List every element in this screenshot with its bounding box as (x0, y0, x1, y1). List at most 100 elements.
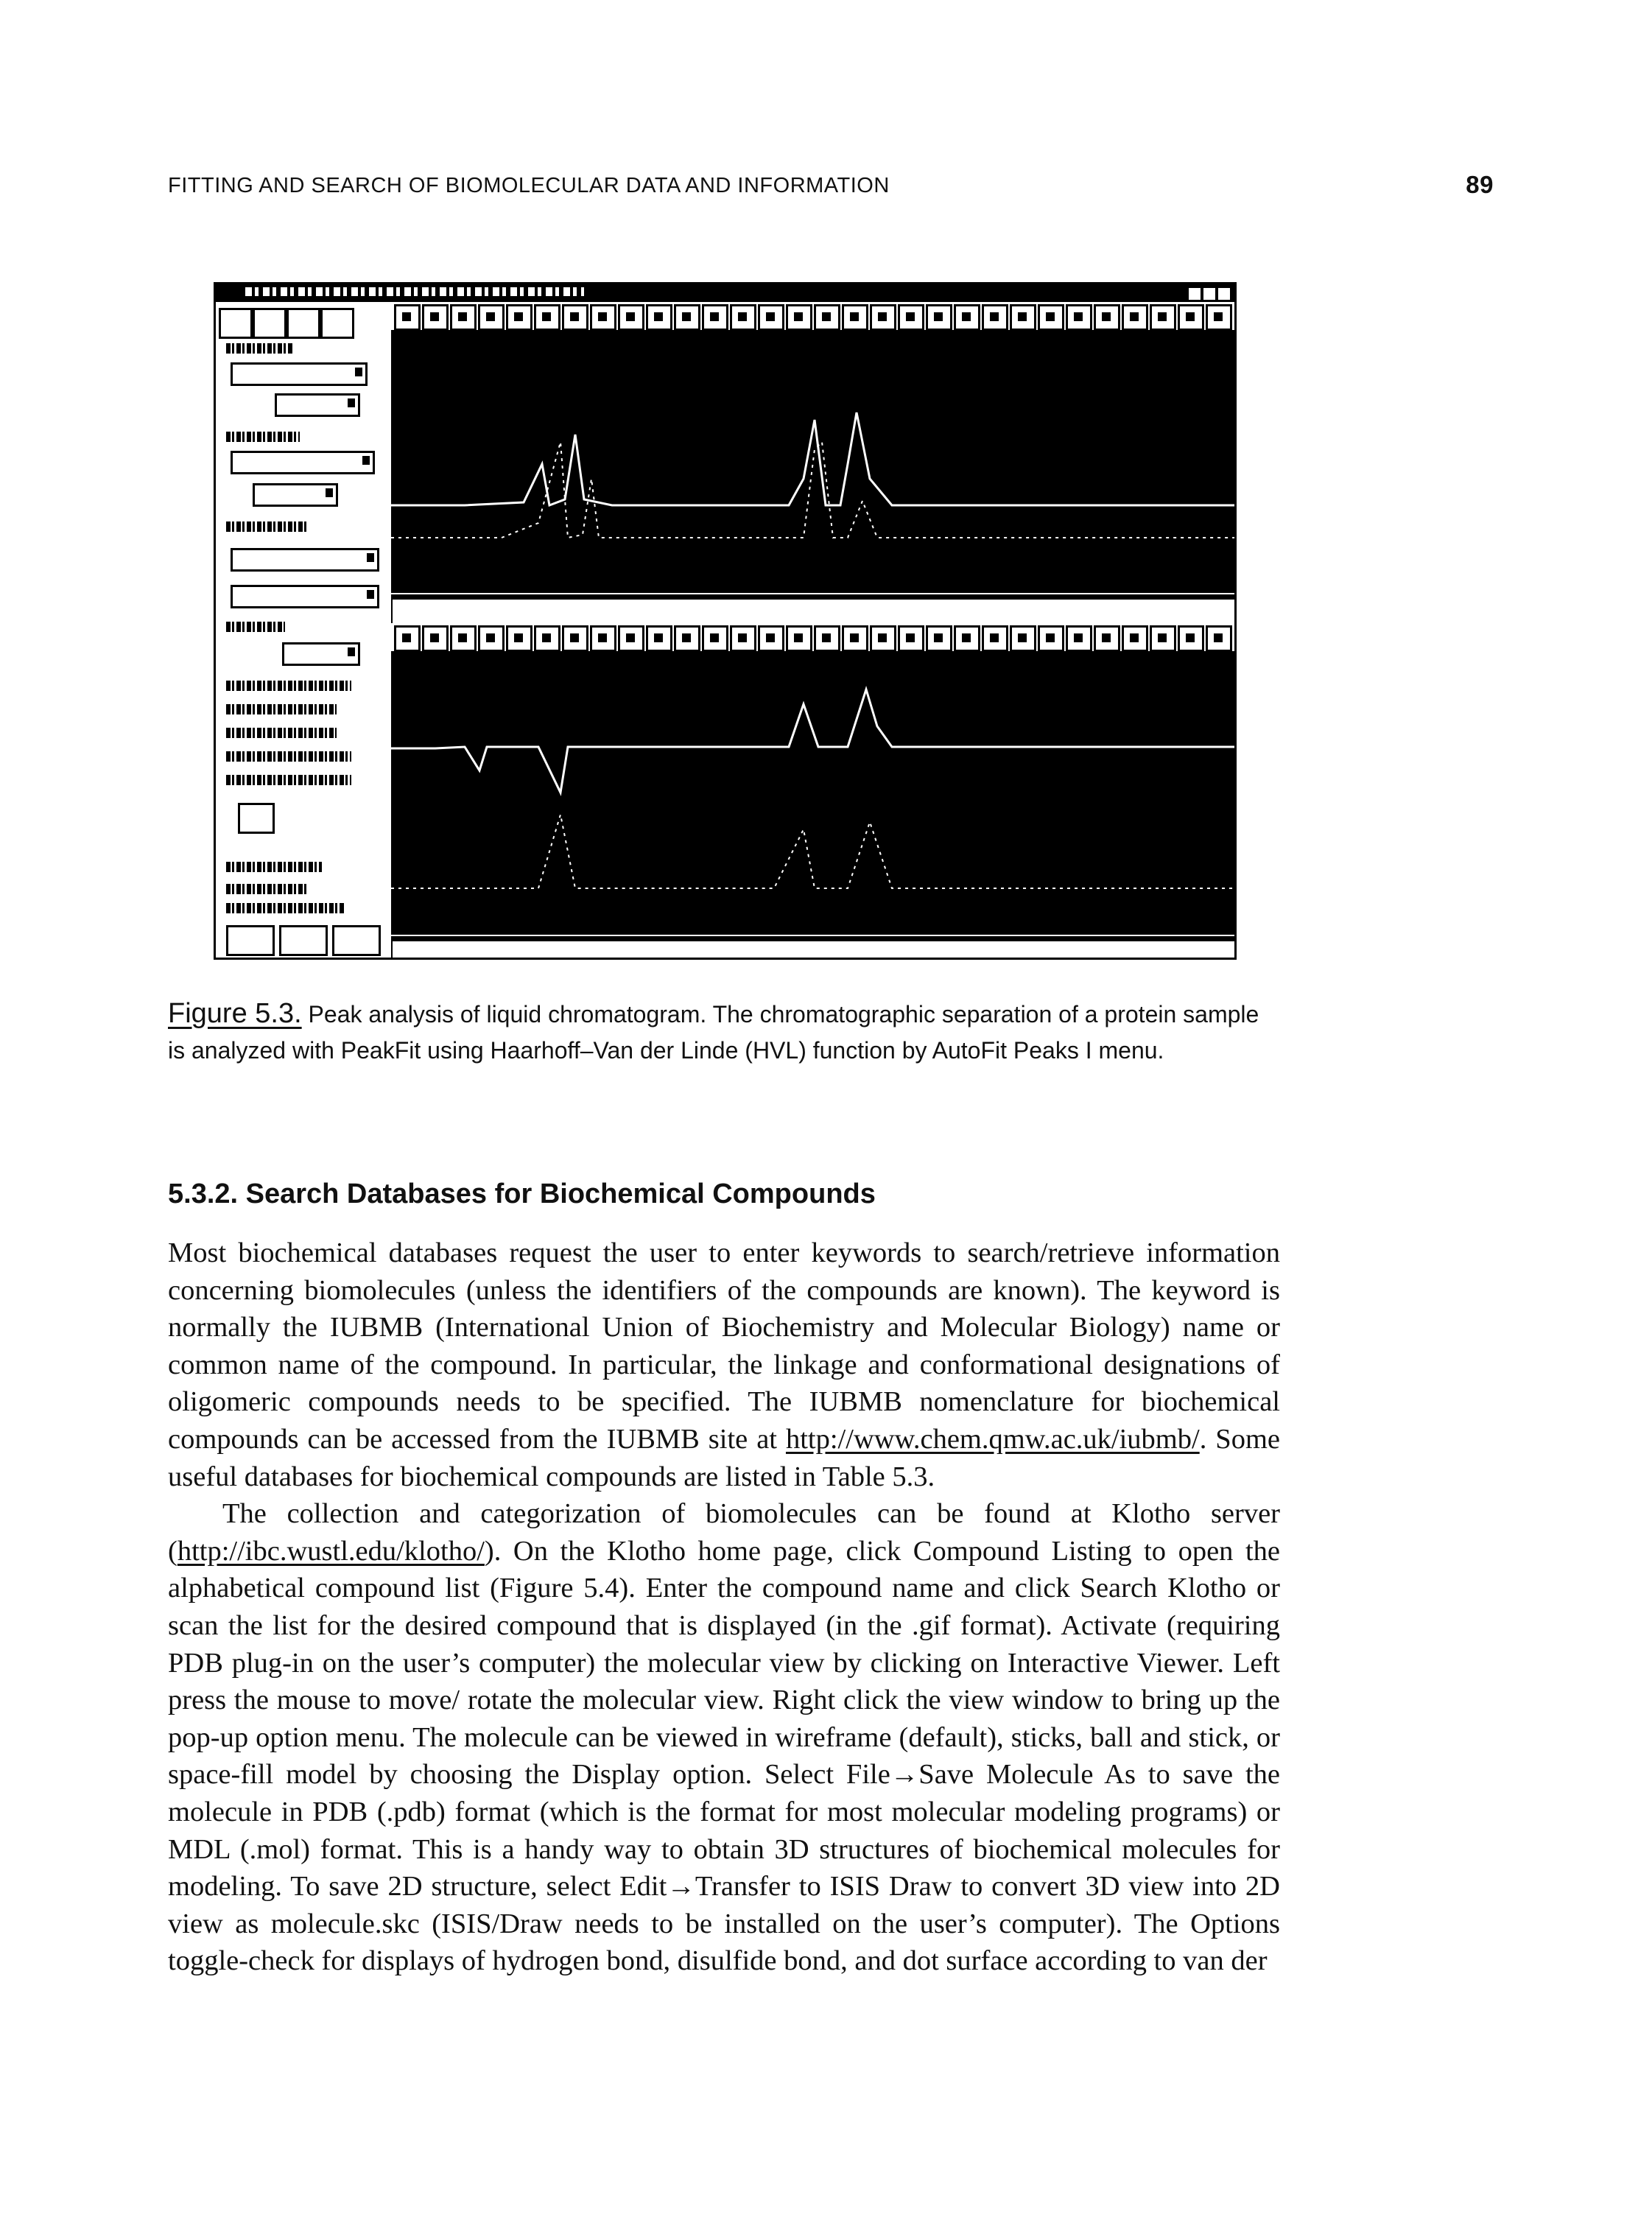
toolbar-tool-icon (1066, 625, 1092, 652)
toolbar-tool-icon (590, 625, 616, 652)
toolbar-tool-icon (1178, 625, 1204, 652)
toolbar-tool-icon (506, 304, 532, 331)
toolbar-tool-icon (646, 304, 672, 331)
toolbar-tool-icon (674, 304, 700, 331)
iubmb-link[interactable]: http://www.chem.qmw.ac.uk/iubmb/ (785, 1423, 1200, 1455)
toolbar-tool-icon (450, 625, 477, 652)
raw-trace-secondary (391, 440, 1234, 539)
panel-label-glyphs (226, 343, 292, 354)
tool-icon (253, 308, 287, 339)
fit-chromatogram-svg (391, 685, 1234, 936)
top-toolbar (391, 302, 1234, 331)
toolbar-tool-icon (1094, 625, 1120, 652)
minimize-icon (1187, 287, 1202, 301)
toolbar-tool-icon (1094, 304, 1120, 331)
panel-stats-glyphs (226, 862, 322, 872)
toolbar-tool-icon (394, 625, 421, 652)
tool-icon (287, 308, 320, 339)
raw-trace (391, 412, 1234, 507)
paragraph-2-text-end: ). On the Klotho home page, click Compou… (168, 1535, 1280, 1977)
panel-label-glyphs (226, 622, 285, 632)
panel-spinner (253, 483, 338, 507)
toolbar-tool-icon (1038, 625, 1064, 652)
toolbar-tool-icon (730, 304, 756, 331)
toolbar-tool-icon (758, 625, 784, 652)
toolbar-tool-icon (842, 304, 868, 331)
toolbar-tool-icon (786, 625, 812, 652)
paragraph-2-text: The collection and categorization of bio… (168, 1498, 1280, 1567)
toolbar-tool-icon (450, 304, 477, 331)
toolbar-tool-icon (506, 625, 532, 652)
panel-dropdown (231, 451, 375, 474)
toolbar-tool-icon (814, 625, 840, 652)
panel-dropdown (231, 362, 368, 386)
fit-residual-plot (391, 653, 1234, 941)
running-head-title: FITTING AND SEARCH OF BIOMOLECULAR DATA … (168, 174, 890, 197)
peakfit-control-panel (216, 302, 393, 958)
toolbar-tool-icon (870, 625, 896, 652)
panel-bottom-button (332, 925, 381, 956)
residual-trace (391, 814, 1234, 889)
toolbar-tool-icon (898, 304, 924, 331)
toolbar-tool-icon (982, 625, 1008, 652)
toolbar-tool-icon (730, 625, 756, 652)
toolbar-tool-icon (618, 304, 644, 331)
maximize-icon (1202, 287, 1217, 301)
panel-bottom-button (226, 925, 275, 956)
klotho-link[interactable]: http://ibc.wustl.edu/klotho/ (177, 1535, 485, 1567)
toolbar-tool-icon (870, 304, 896, 331)
window-title-glyphs (245, 287, 584, 296)
tool-icon (320, 308, 354, 339)
raw-data-plot (391, 331, 1234, 600)
toolbar-tool-icon (1010, 625, 1036, 652)
tool-icon (219, 308, 253, 339)
paragraph-2: The collection and categorization of bio… (168, 1495, 1280, 1980)
page-number: 89 (1466, 171, 1494, 198)
section-heading: 5.3.2. Search Databases for Biochemical … (168, 1179, 876, 1209)
toolbar-tool-icon (422, 304, 449, 331)
body-text: Most biochemical databases request the u… (168, 1234, 1280, 1980)
raw-chromatogram-svg (391, 412, 1234, 594)
toolbar-tool-icon (926, 625, 952, 652)
toolbar-tool-icon (422, 625, 449, 652)
toolbar-tool-icon (1122, 625, 1148, 652)
figure-caption: Figure 5.3. Peak analysis of liquid chro… (168, 996, 1280, 1069)
panel-label-glyphs (226, 432, 300, 442)
middle-toolbar (391, 623, 1234, 653)
panel-dropdown (231, 585, 379, 608)
toolbar-tool-icon (1206, 304, 1232, 331)
toolbar-tool-icon (590, 304, 616, 331)
toolbar-tool-icon (394, 304, 421, 331)
toolbar-tool-icon (926, 304, 952, 331)
toolbar-tool-icon (674, 625, 700, 652)
paragraph-1-text-end: . Some useful databases for biochemical … (168, 1423, 1280, 1492)
toolbar-tool-icon (982, 304, 1008, 331)
toolbar-tool-icon (1122, 304, 1148, 331)
toolbar-tool-icon (954, 304, 980, 331)
toolbar-tool-icon (758, 304, 784, 331)
toolbar-tool-icon (534, 625, 560, 652)
figure-label: Figure 5.3. (168, 998, 302, 1029)
toolbar-tool-icon (478, 625, 505, 652)
toolbar-tool-icon (842, 625, 868, 652)
toolbar-tool-icon (646, 625, 672, 652)
paragraph-1: Most biochemical databases request the u… (168, 1234, 1280, 1495)
toolbar-tool-icon (702, 304, 728, 331)
toolbar-tool-icon (562, 625, 588, 652)
panel-checkbox-glyphs (226, 775, 351, 785)
toolbar-tool-icon (1150, 304, 1176, 331)
panel-spinner (275, 393, 360, 417)
panel-checkbox-glyphs (226, 681, 351, 691)
toolbar-tool-icon (1206, 625, 1232, 652)
panel-bottom-button (279, 925, 328, 956)
toolbar-tool-icon (954, 625, 980, 652)
toolbar-tool-icon (814, 304, 840, 331)
panel-dropdown (231, 548, 379, 572)
toolbar-tool-icon (1150, 625, 1176, 652)
toolbar-tool-icon (1178, 304, 1204, 331)
toolbar-tool-icon (618, 625, 644, 652)
panel-checkbox-glyphs (226, 751, 351, 762)
running-head: FITTING AND SEARCH OF BIOMOLECULAR DATA … (168, 171, 1494, 203)
panel-checkbox-glyphs (226, 704, 337, 714)
